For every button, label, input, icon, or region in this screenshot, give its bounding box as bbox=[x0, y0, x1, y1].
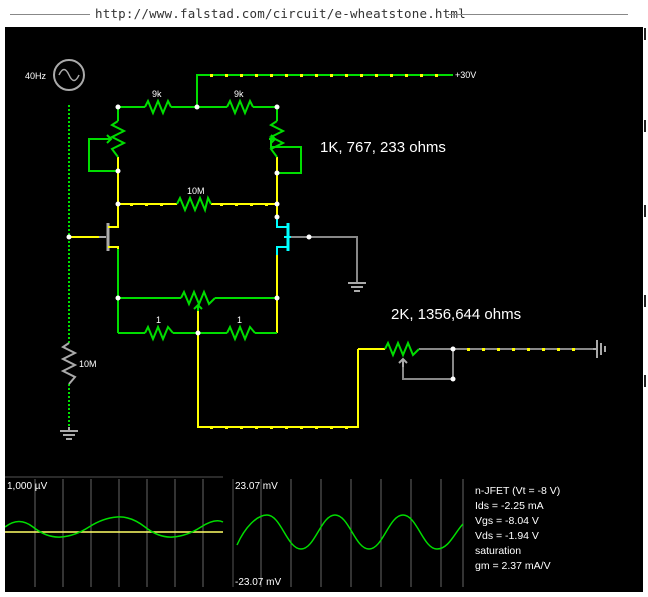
resistor-1-right[interactable] bbox=[226, 324, 256, 342]
edge-mark bbox=[644, 375, 646, 387]
element-info-panel: n-JFET (Vt = -8 V) Ids = -2.25 mA Vgs = … bbox=[475, 485, 560, 572]
dots-supply bbox=[210, 74, 438, 77]
address-bar[interactable]: http://www.falstad.com/circuit/e-wheatst… bbox=[0, 2, 648, 24]
edge-mark bbox=[644, 205, 646, 217]
component-labels: 9k 9k 10M 1 1 10M +30V bbox=[79, 70, 476, 369]
scope-right-wave bbox=[236, 514, 464, 550]
info-line: Vgs = -8.04 V bbox=[475, 515, 539, 527]
scope-left-wave bbox=[4, 516, 224, 538]
ac-source[interactable]: 40Hz bbox=[25, 59, 85, 91]
wire-pot-tl-wiper[interactable] bbox=[88, 138, 118, 172]
info-line: n-JFET (Vt = -8 V) bbox=[475, 485, 560, 497]
label-10m-mid: 10M bbox=[187, 186, 205, 196]
label-pot-right: 2K, 1356,644 ohms bbox=[391, 306, 521, 323]
edge-mark bbox=[644, 295, 646, 307]
edge-mark bbox=[644, 120, 646, 132]
resistor-10m-source[interactable] bbox=[60, 342, 78, 385]
info-line: Vds = -1.94 V bbox=[475, 530, 539, 542]
nodes bbox=[66, 104, 456, 382]
circuit-drawing[interactable]: 40Hz bbox=[4, 27, 643, 592]
label-1-right: 1 bbox=[237, 315, 242, 325]
label-pot-top: 1K, 767, 233 ohms bbox=[320, 139, 446, 156]
circuit-canvas[interactable]: 40Hz bbox=[4, 27, 643, 592]
resistor-9k-right[interactable] bbox=[226, 98, 254, 116]
potentiometer-right[interactable] bbox=[384, 340, 420, 367]
info-line: gm = 2.37 mA/V bbox=[475, 560, 551, 572]
scope-right[interactable]: 23.07 mV -23.07 mV bbox=[232, 479, 464, 588]
label-9k-left: 9k bbox=[152, 89, 162, 99]
dots-mid bbox=[130, 203, 268, 206]
label-9k-right: 9k bbox=[234, 89, 244, 99]
ground-source bbox=[60, 427, 78, 440]
wire-pot-tr-wiper[interactable] bbox=[270, 138, 302, 174]
potentiometer-top-right[interactable] bbox=[268, 120, 286, 158]
jfet-left[interactable] bbox=[99, 217, 119, 251]
page-url: http://www.falstad.com/circuit/e-wheatst… bbox=[95, 6, 466, 21]
scope-right-max: 23.07 mV bbox=[235, 481, 278, 492]
potentiometer-middle[interactable] bbox=[180, 289, 216, 311]
label-supply: +30V bbox=[455, 70, 476, 80]
address-bar-rule-left bbox=[10, 14, 90, 15]
resistor-9k-left[interactable] bbox=[144, 98, 172, 116]
resistor-10m-mid[interactable] bbox=[176, 195, 212, 214]
info-line: saturation bbox=[475, 545, 521, 557]
resistor-1-left[interactable] bbox=[144, 324, 174, 342]
source-frequency: 40Hz bbox=[25, 71, 47, 81]
resistors[interactable] bbox=[60, 98, 256, 385]
scope-right-min: -23.07 mV bbox=[235, 577, 281, 588]
scope-left[interactable]: 1,000 µV bbox=[4, 476, 224, 587]
wires[interactable] bbox=[68, 74, 593, 428]
wire-pot2-wiper[interactable] bbox=[402, 349, 454, 380]
wire-return[interactable] bbox=[197, 311, 359, 428]
wire-gate-right[interactable] bbox=[291, 236, 358, 283]
info-line: Ids = -2.25 mA bbox=[475, 500, 544, 512]
wire-supply[interactable] bbox=[196, 74, 453, 107]
ground-jfet bbox=[348, 282, 366, 292]
dots-return bbox=[210, 426, 348, 429]
dots-right-ground bbox=[467, 348, 575, 351]
potentiometers[interactable] bbox=[101, 120, 420, 367]
address-bar-rule-right bbox=[448, 14, 628, 15]
jfet-right[interactable] bbox=[276, 217, 291, 255]
page-right-edge bbox=[643, 27, 648, 592]
scope-left-scale: 1,000 µV bbox=[7, 481, 48, 492]
ground-right bbox=[593, 340, 606, 358]
label-10m-source: 10M bbox=[79, 359, 97, 369]
label-1-left: 1 bbox=[156, 315, 161, 325]
potentiometer-top-left[interactable] bbox=[101, 120, 127, 158]
wire-dots bbox=[130, 74, 575, 429]
edge-mark bbox=[644, 28, 646, 40]
